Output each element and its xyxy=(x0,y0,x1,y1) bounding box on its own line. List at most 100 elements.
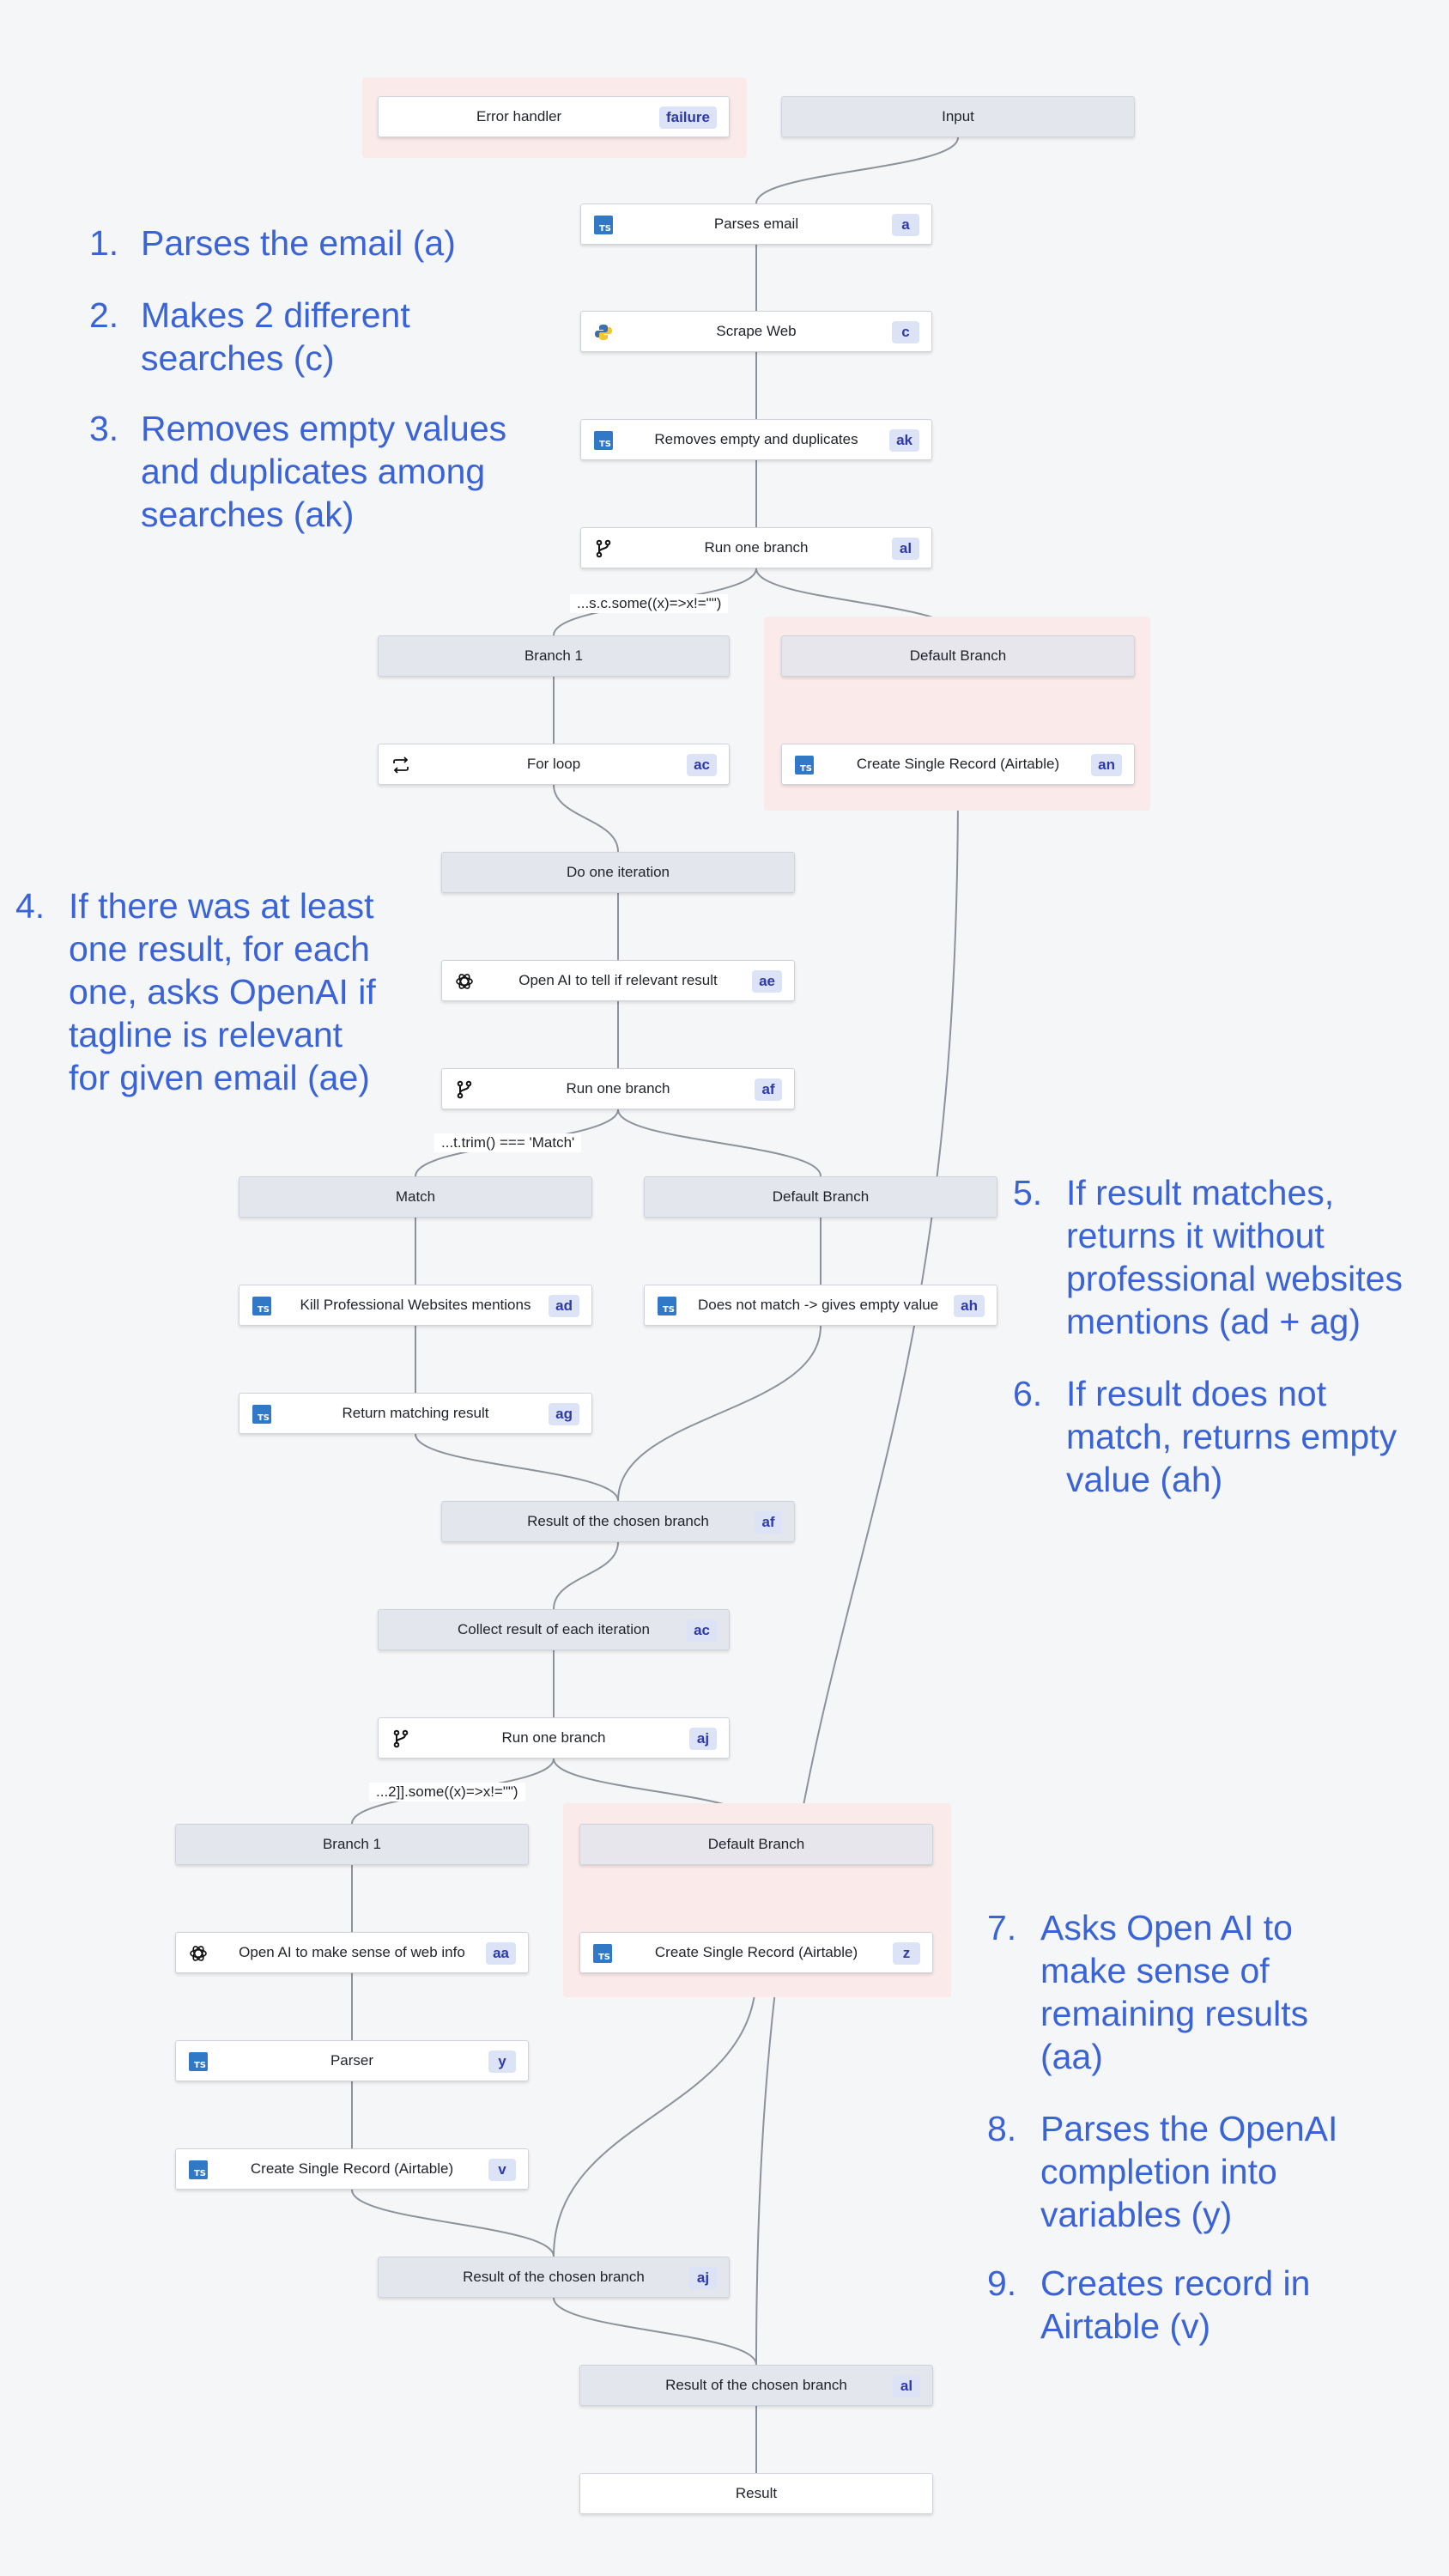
result-chosen-branch-af-node[interactable]: Result of the chosen branch af xyxy=(441,1501,795,1542)
note-line: completion into xyxy=(1040,2152,1277,2191)
note-line: one result, for each xyxy=(69,929,370,969)
branch-condition-label: ...s.c.some((x)=>x!="") xyxy=(570,594,729,613)
note-line: Airtable (v) xyxy=(1040,2306,1211,2346)
typescript-icon: TS xyxy=(188,2160,209,2180)
collect-result-node[interactable]: Collect result of each iteration ac xyxy=(378,1609,730,1650)
node-label: Do one iteration xyxy=(566,864,670,880)
result-node[interactable]: Result xyxy=(579,2473,933,2514)
branch-icon xyxy=(454,1079,475,1100)
note-number: 9. xyxy=(987,2263,1017,2303)
node-id-badge: ac xyxy=(687,1619,717,1642)
match-node[interactable]: Match xyxy=(239,1176,592,1218)
note-line: returns it without xyxy=(1066,1216,1325,1255)
branch-1-node-bottom[interactable]: Branch 1 xyxy=(175,1824,529,1865)
node-id-badge: al xyxy=(893,2375,920,2397)
node-id-badge: y xyxy=(488,2050,516,2073)
typescript-icon: TS xyxy=(657,1296,677,1316)
node-id-badge: af xyxy=(755,1078,782,1101)
node-label: Parses email xyxy=(713,216,799,232)
create-record-z-node[interactable]: TS Create Single Record (Airtable) z xyxy=(579,1932,933,1973)
node-id-badge: z xyxy=(893,1942,920,1965)
run-one-branch-al-node[interactable]: Run one branch al xyxy=(580,527,932,568)
parser-node[interactable]: TS Parser y xyxy=(175,2040,529,2081)
note-line: and duplicates among xyxy=(141,452,486,491)
node-label: Default Branch xyxy=(909,647,1007,664)
node-label: Create Single Record (Airtable) xyxy=(250,2160,454,2177)
note-line: professional websites xyxy=(1066,1259,1403,1298)
note-number: 6. xyxy=(1013,1374,1043,1413)
node-label: Removes empty and duplicates xyxy=(654,431,858,447)
node-label: Result xyxy=(735,2485,778,2501)
node-label: Result of the chosen branch xyxy=(463,2269,645,2285)
note-number: 4. xyxy=(15,886,45,926)
node-label: Run one branch xyxy=(501,1729,606,1746)
branch-icon xyxy=(593,538,614,559)
connector-edge xyxy=(553,784,619,853)
typescript-icon: TS xyxy=(593,430,614,451)
node-label: Run one branch xyxy=(566,1080,670,1097)
note-line: match, returns empty xyxy=(1066,1417,1397,1456)
node-id-badge: failure xyxy=(658,106,717,129)
note-line: Parses the email (a) xyxy=(141,223,456,263)
run-one-branch-aj-node[interactable]: Run one branch aj xyxy=(378,1717,730,1759)
default-branch-node-bottom[interactable]: Default Branch xyxy=(579,1824,933,1865)
typescript-icon: TS xyxy=(794,755,815,775)
node-label: Does not match -> gives empty value xyxy=(698,1297,939,1313)
return-matching-node[interactable]: TS Return matching result ag xyxy=(239,1393,592,1434)
note-number: 8. xyxy=(987,2109,1017,2148)
kill-professional-node[interactable]: TS Kill Professional Websites mentions a… xyxy=(239,1285,592,1326)
scrape-web-node[interactable]: Scrape Web c xyxy=(580,311,932,352)
create-record-an-node[interactable]: TS Create Single Record (Airtable) an xyxy=(781,744,1135,785)
node-label: Input xyxy=(942,108,974,125)
node-id-badge: al xyxy=(892,538,919,560)
note-line: searches (c) xyxy=(141,338,335,378)
result-chosen-branch-al-node[interactable]: Result of the chosen branch al xyxy=(579,2365,933,2406)
connector-edge xyxy=(415,1433,619,1502)
connector-edge xyxy=(755,784,959,2366)
typescript-icon: TS xyxy=(592,1943,613,1964)
node-id-badge: af xyxy=(755,1511,782,1534)
note-line: for given email (ae) xyxy=(69,1058,370,1097)
do-one-iteration-node[interactable]: Do one iteration xyxy=(441,852,795,893)
run-one-branch-af-node[interactable]: Run one branch af xyxy=(441,1068,795,1109)
node-id-badge: an xyxy=(1091,754,1122,776)
node-id-badge: aa xyxy=(486,1942,516,1965)
connector-edge xyxy=(617,1325,822,1502)
for-loop-node[interactable]: For loop ac xyxy=(378,744,730,785)
input-node[interactable]: Input xyxy=(781,96,1135,137)
note-line: Makes 2 different xyxy=(141,295,410,335)
openai-icon xyxy=(454,971,475,992)
default-branch-node-mid[interactable]: Default Branch xyxy=(644,1176,997,1218)
default-branch-node-top[interactable]: Default Branch xyxy=(781,635,1135,677)
python-icon xyxy=(593,322,614,343)
openai-sense-node[interactable]: Open AI to make sense of web info aa xyxy=(175,1932,529,1973)
node-label: Kill Professional Websites mentions xyxy=(300,1297,531,1313)
node-label: For loop xyxy=(526,756,581,772)
branch-1-node-top[interactable]: Branch 1 xyxy=(378,635,730,677)
typescript-icon: TS xyxy=(188,2051,209,2072)
connector-edge xyxy=(755,137,959,204)
note-line: If there was at least xyxy=(69,886,374,926)
note-line: Asks Open AI to xyxy=(1040,1908,1293,1947)
node-id-badge: v xyxy=(488,2159,516,2181)
connector-edge xyxy=(553,2297,757,2366)
result-chosen-branch-aj-node[interactable]: Result of the chosen branch aj xyxy=(378,2257,730,2298)
typescript-icon: TS xyxy=(252,1404,272,1425)
branch-icon xyxy=(391,1728,411,1749)
create-record-v-node[interactable]: TS Create Single Record (Airtable) v xyxy=(175,2148,529,2190)
note-line: value (ah) xyxy=(1066,1460,1223,1499)
note-line: Removes empty values xyxy=(141,409,507,448)
note-line: one, asks OpenAI if xyxy=(69,972,376,1012)
error-handler-node[interactable]: Error handler failure xyxy=(378,96,730,137)
node-id-badge: ae xyxy=(752,970,782,993)
openai-relevant-node[interactable]: Open AI to tell if relevant result ae xyxy=(441,960,795,1001)
parses-email-node[interactable]: TS Parses email a xyxy=(580,204,932,245)
node-id-badge: aj xyxy=(689,1728,717,1750)
note-line: (aa) xyxy=(1040,2037,1103,2076)
note-line: variables (y) xyxy=(1040,2195,1233,2234)
node-id-badge: ac xyxy=(687,754,717,776)
node-id-badge: ak xyxy=(889,429,919,452)
node-label: Run one branch xyxy=(704,539,809,556)
does-not-match-node[interactable]: TS Does not match -> gives empty value a… xyxy=(644,1285,997,1326)
removes-empty-node[interactable]: TS Removes empty and duplicates ak xyxy=(580,419,932,460)
